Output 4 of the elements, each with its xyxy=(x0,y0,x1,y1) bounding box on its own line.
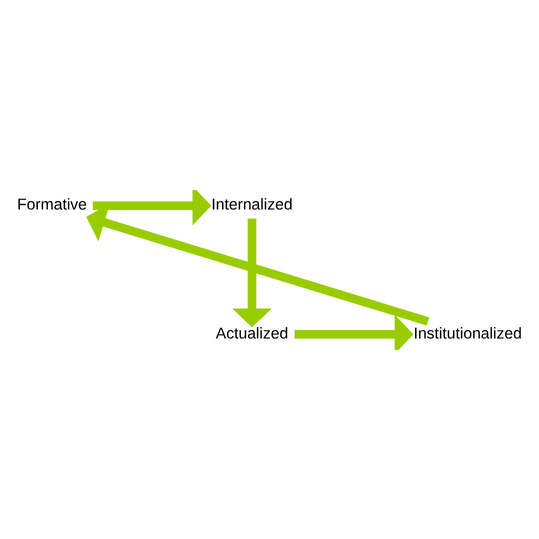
node-text: Formative xyxy=(17,196,87,214)
node-text: Actualized xyxy=(216,324,288,342)
node-text: Internalized xyxy=(211,196,293,214)
node-text: Institutionalized xyxy=(414,324,522,342)
